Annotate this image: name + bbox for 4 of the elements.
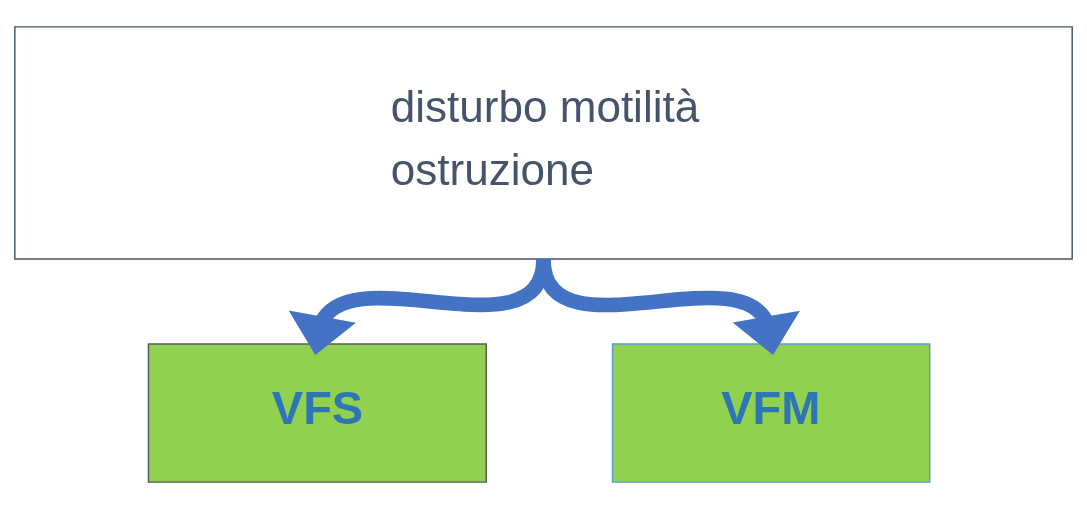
arrow — [536, 257, 800, 355]
node-box: VFM — [611, 342, 931, 483]
node-box: VFS — [147, 342, 487, 483]
node-box: disturbo motilità ostruzione — [14, 25, 1073, 260]
